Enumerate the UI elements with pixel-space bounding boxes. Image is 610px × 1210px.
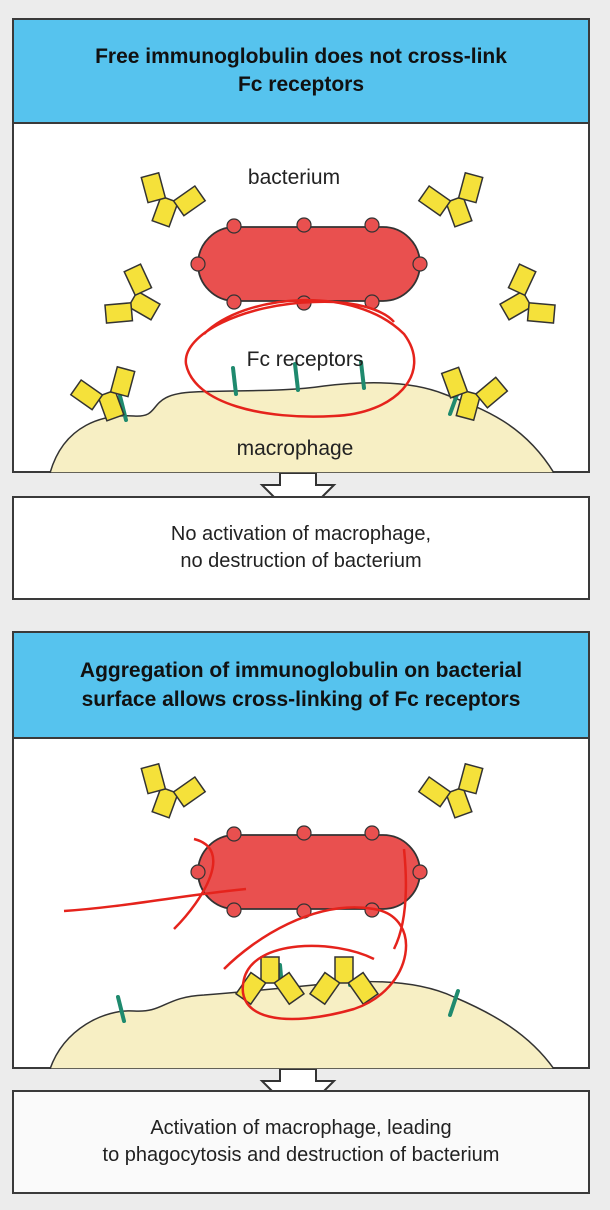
panel1-title: Free immunoglobulin does not cross-link … xyxy=(95,43,507,100)
panel2-result-text: Activation of macrophage, leading to pha… xyxy=(103,1115,500,1169)
macrophage-label: macrophage xyxy=(237,437,354,461)
antibody-top-left xyxy=(129,759,209,827)
panel-free-immunoglobulin: Free immunoglobulin does not cross-link … xyxy=(12,18,590,473)
panel2-diagram xyxy=(14,739,588,1069)
bacterium-cell xyxy=(191,218,427,310)
antibody-top-left xyxy=(129,168,209,236)
panel1-diagram: bacterium Fc receptors macrophage xyxy=(14,124,588,473)
bacterium-label: bacterium xyxy=(248,166,340,190)
fc-receptors-label: Fc receptors xyxy=(247,348,364,372)
bacterium-cell xyxy=(191,826,427,918)
antibody-top-right xyxy=(415,759,495,827)
panel2-header: Aggregation of immunoglobulin on bacteri… xyxy=(14,633,588,739)
panel2-title: Aggregation of immunoglobulin on bacteri… xyxy=(80,656,522,715)
panel2-illustration xyxy=(14,739,588,1069)
panel-aggregated-immunoglobulin: Aggregation of immunoglobulin on bacteri… xyxy=(12,631,590,1069)
panel1-header: Free immunoglobulin does not cross-link … xyxy=(14,20,588,124)
antibody-mid-left xyxy=(98,259,173,341)
panel1-result-text: No activation of macrophage, no destruct… xyxy=(171,521,431,575)
panel1-result: No activation of macrophage, no destruct… xyxy=(12,496,590,600)
antibody-top-right xyxy=(415,168,495,236)
panel2-result: Activation of macrophage, leading to pha… xyxy=(12,1090,590,1194)
antibody-mid-right xyxy=(488,259,563,341)
